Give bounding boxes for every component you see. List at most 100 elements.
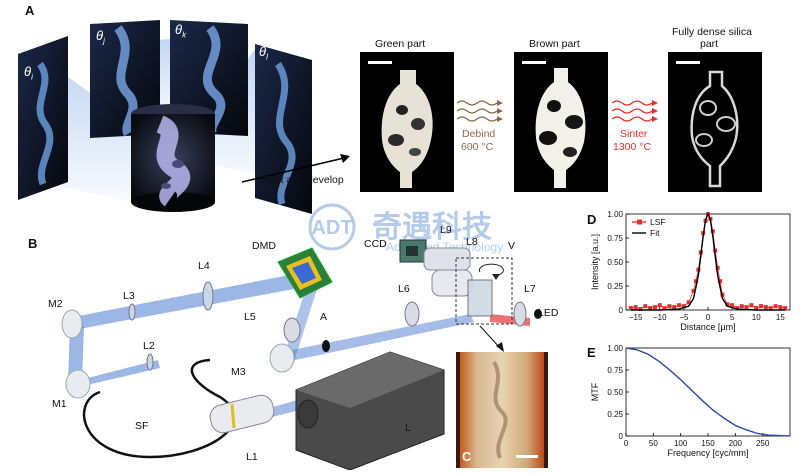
silica-part-photo bbox=[668, 52, 762, 192]
data-point bbox=[744, 305, 749, 310]
data-point bbox=[768, 306, 773, 311]
x-tick-label: −15 bbox=[629, 313, 643, 322]
data-point bbox=[691, 288, 696, 293]
data-point bbox=[667, 304, 672, 309]
mirror-m3 bbox=[269, 343, 295, 373]
panel-b-letter: B bbox=[28, 236, 38, 251]
data-point bbox=[759, 304, 764, 309]
data-point bbox=[693, 279, 698, 284]
label-l9: L9 bbox=[440, 224, 452, 236]
debind-temp: 600 °C bbox=[461, 141, 494, 153]
sinter-arrow bbox=[611, 100, 658, 122]
objective-l9 bbox=[423, 247, 471, 271]
theta-label-k: θk bbox=[175, 22, 187, 40]
label-dmd: DMD bbox=[252, 240, 276, 252]
panel-e-letter: E bbox=[587, 345, 596, 360]
label-l5: L5 bbox=[244, 311, 256, 323]
label-l4: L4 bbox=[198, 260, 210, 272]
y-axis-label: Intensity [a.u.] bbox=[590, 234, 600, 290]
legend-label: Fit bbox=[650, 228, 660, 238]
debind-label: Debind bbox=[462, 128, 496, 140]
data-point bbox=[715, 265, 720, 270]
data-point bbox=[662, 306, 667, 311]
objective-l1 bbox=[209, 394, 275, 434]
data-point bbox=[657, 303, 662, 308]
silica-part-title-1: Fully dense silica bbox=[672, 26, 752, 38]
legend-marker bbox=[637, 219, 642, 225]
data-point bbox=[672, 305, 677, 310]
data-point bbox=[718, 279, 723, 284]
plot-frame bbox=[625, 347, 791, 437]
lens-l2 bbox=[146, 353, 154, 371]
data-point bbox=[681, 304, 686, 309]
data-point bbox=[677, 303, 682, 308]
y-tick-label: 1.00 bbox=[607, 210, 623, 219]
data-point bbox=[725, 302, 730, 307]
y-tick-label: 0 bbox=[619, 432, 624, 441]
data-point bbox=[696, 267, 701, 272]
objective-l8 bbox=[431, 269, 473, 297]
label-l3: L3 bbox=[123, 290, 135, 302]
x-axis-label: Frequency [cyc/mm] bbox=[667, 448, 748, 458]
x-tick-label: 150 bbox=[701, 439, 715, 448]
label-m2: M2 bbox=[48, 298, 63, 310]
label-l8: L8 bbox=[466, 236, 478, 248]
x-tick-label: 15 bbox=[776, 313, 785, 322]
label-m1: M1 bbox=[52, 398, 67, 410]
watermark-cn: 奇遇科技 bbox=[372, 210, 492, 245]
debind-arrow bbox=[456, 100, 503, 122]
label-ccd: CCD bbox=[364, 238, 387, 250]
data-point bbox=[778, 305, 783, 310]
data-point bbox=[763, 305, 768, 310]
theta-label-j: θj bbox=[96, 28, 105, 46]
x-tick-label: 0 bbox=[706, 313, 711, 322]
optical-setup bbox=[61, 239, 542, 470]
label-l6: L6 bbox=[398, 283, 410, 295]
y-tick-label: 0.75 bbox=[607, 234, 623, 243]
data-point bbox=[652, 305, 657, 310]
data-point bbox=[734, 306, 739, 311]
panel-a-letter: A bbox=[25, 3, 35, 18]
data-point bbox=[749, 303, 754, 308]
y-tick-label: 0.50 bbox=[607, 258, 623, 267]
data-point bbox=[739, 304, 744, 309]
brown-part-photo bbox=[514, 52, 608, 192]
label-l7: L7 bbox=[524, 283, 536, 295]
x-tick-label: 250 bbox=[756, 439, 770, 448]
y-tick-label: 0.25 bbox=[607, 282, 623, 291]
print-arrow bbox=[241, 154, 350, 183]
data-point bbox=[783, 306, 788, 311]
label-sf: SF bbox=[135, 420, 149, 432]
label-a: A bbox=[320, 311, 328, 323]
data-point bbox=[628, 306, 633, 311]
mirror-m2 bbox=[61, 309, 83, 339]
x-axis-label: Distance [μm] bbox=[680, 322, 735, 332]
x-tick-label: −10 bbox=[653, 313, 667, 322]
green-part-title: Green part bbox=[375, 38, 426, 50]
sinter-label: Sinter bbox=[620, 128, 648, 140]
label-l: L bbox=[405, 422, 411, 434]
data-point bbox=[638, 307, 643, 312]
y-axis-label: MTF bbox=[590, 382, 600, 401]
data-point bbox=[730, 303, 735, 308]
x-tick-label: −5 bbox=[679, 313, 689, 322]
mirror-m1 bbox=[65, 369, 91, 399]
data-point bbox=[773, 304, 778, 309]
data-point bbox=[648, 306, 653, 311]
y-tick-label: 0 bbox=[619, 306, 624, 315]
label-m3: M3 bbox=[231, 366, 246, 378]
projection-stack bbox=[10, 14, 330, 214]
brown-part-title: Brown part bbox=[529, 38, 580, 50]
projection-illustration bbox=[18, 20, 312, 214]
svg-text:ADT: ADT bbox=[311, 217, 352, 239]
vial bbox=[467, 279, 493, 317]
panel-d-letter: D bbox=[587, 212, 597, 227]
y-tick-label: 0.75 bbox=[607, 366, 623, 375]
lens-l4 bbox=[202, 281, 214, 311]
label-v: V bbox=[508, 240, 516, 252]
sinter-temp: 1300 °C bbox=[613, 141, 652, 153]
data-point bbox=[720, 292, 725, 297]
legend-label: LSF bbox=[650, 217, 666, 227]
